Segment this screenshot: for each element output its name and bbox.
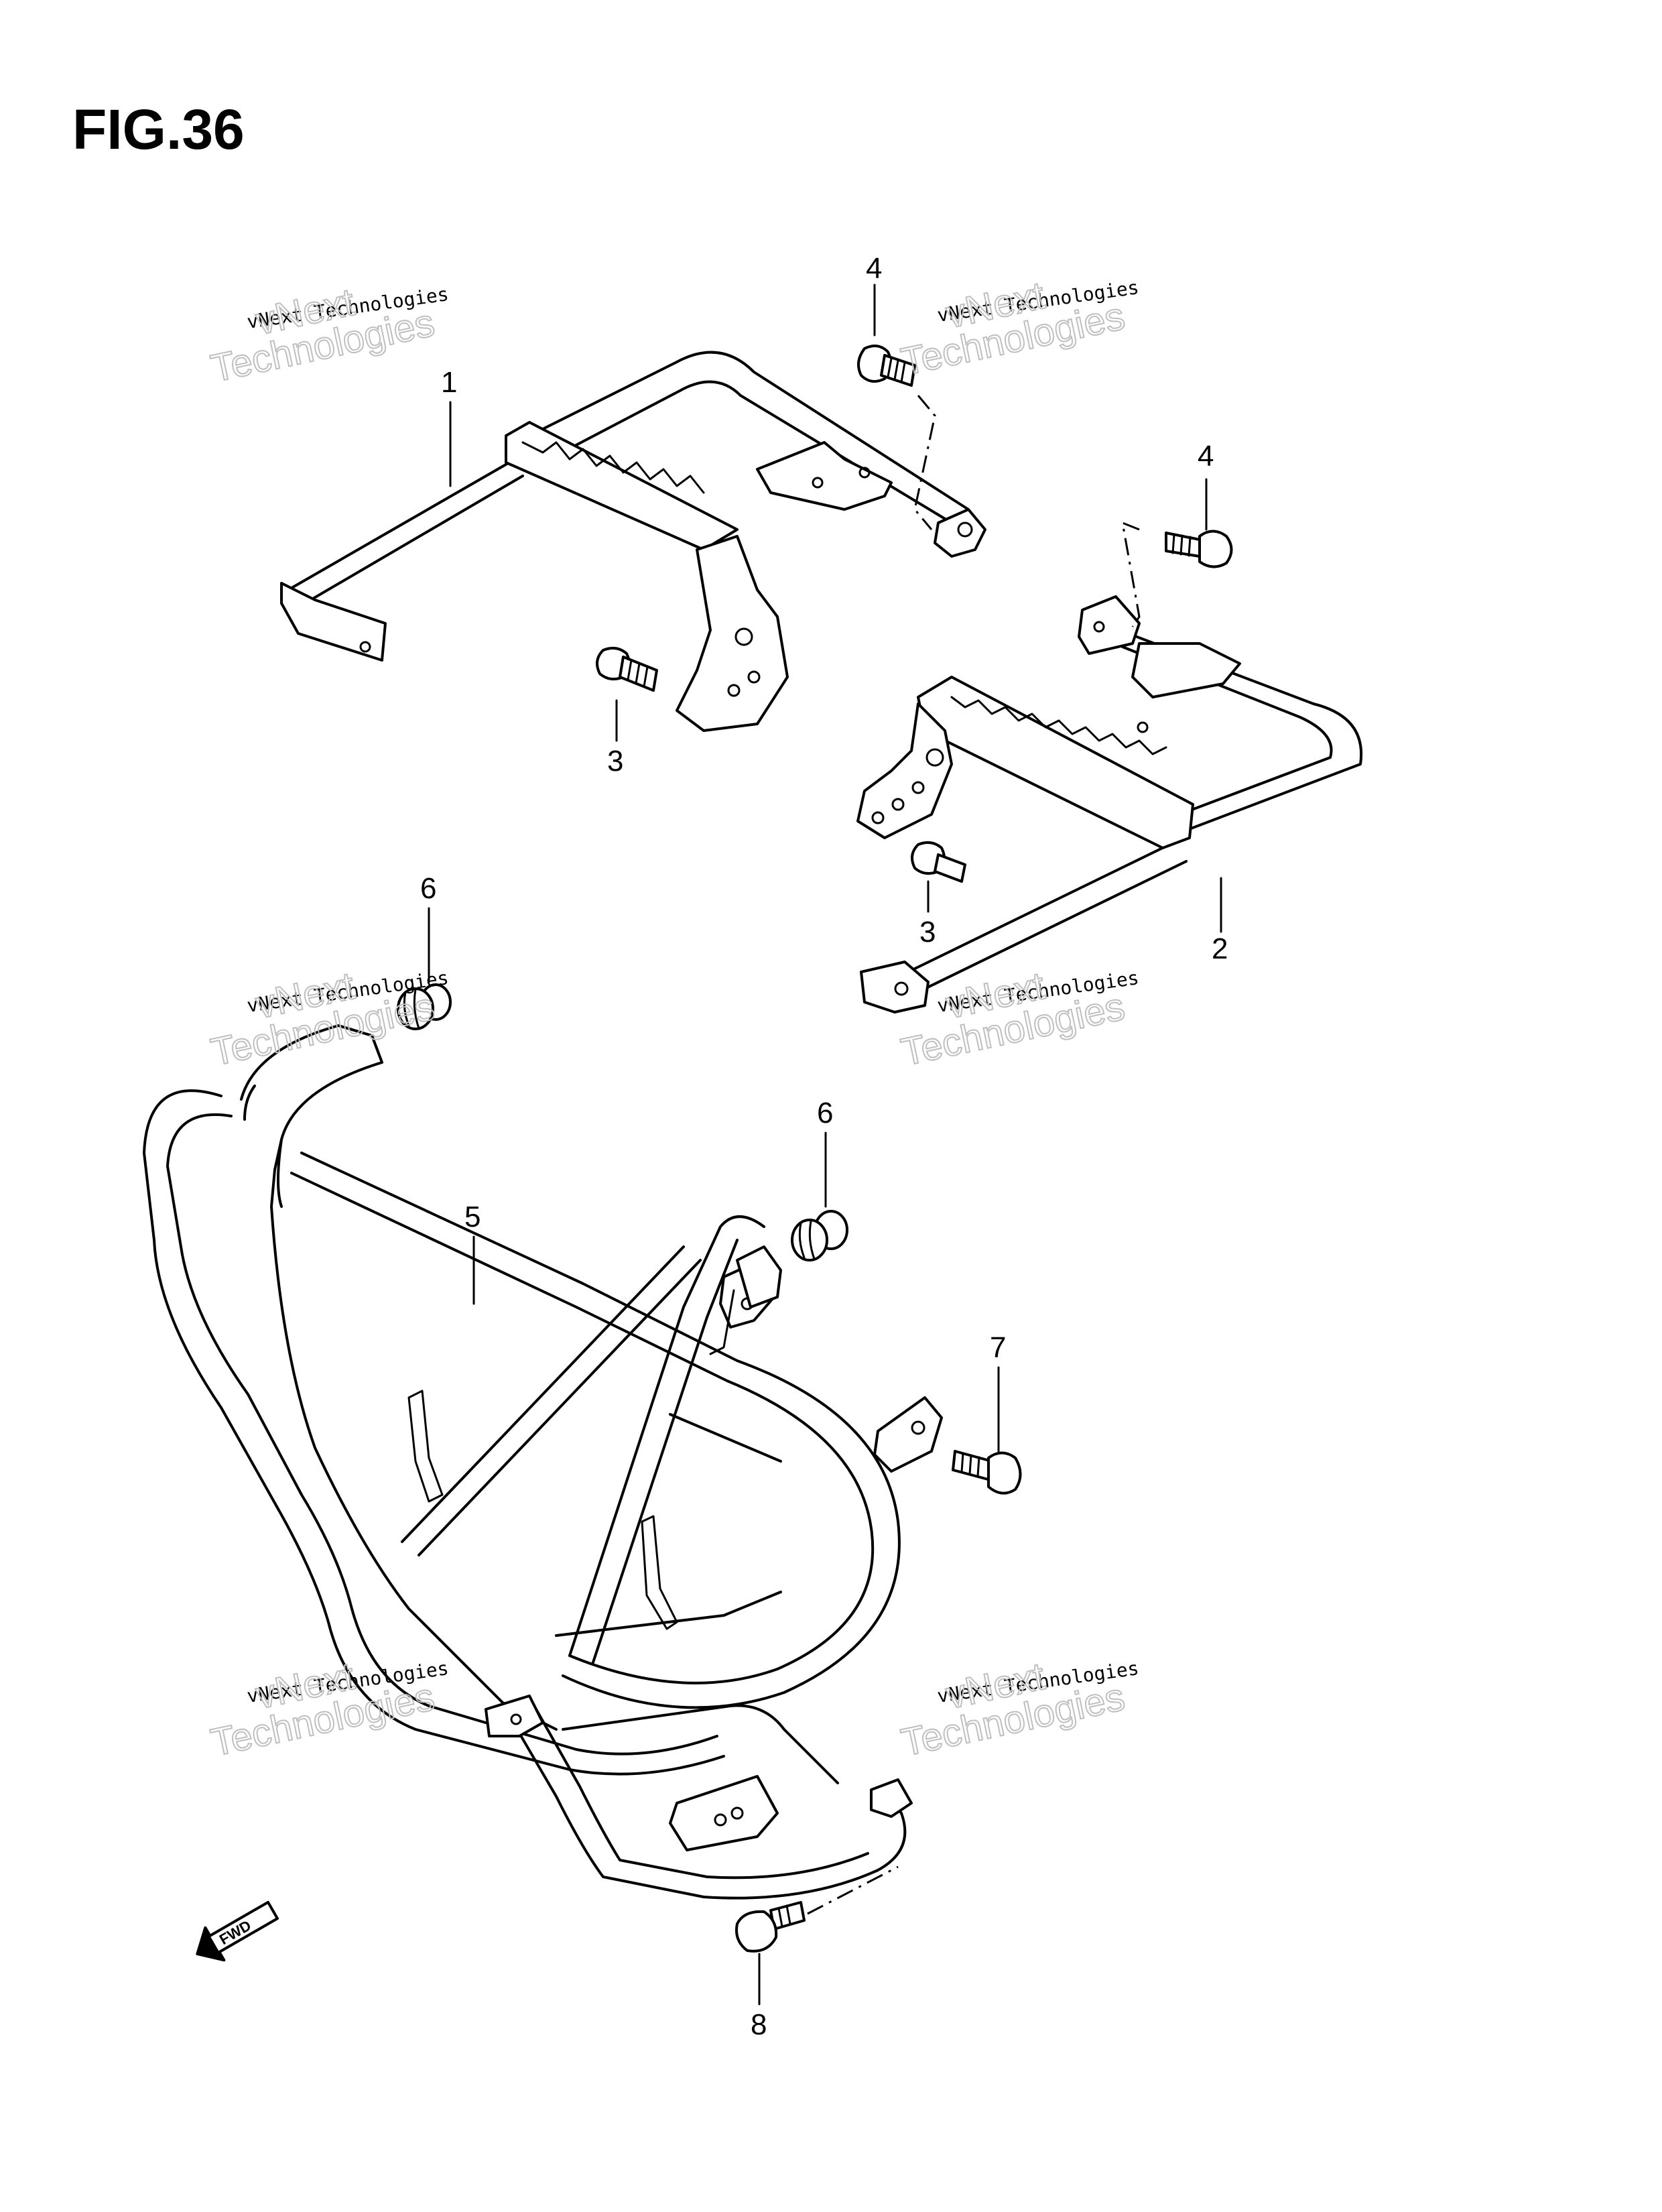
watermark-1b: vNext Technologies [206,280,439,391]
watermark-6b: vNext Technologies [897,1654,1129,1766]
install-line-bolt-4-right [1121,521,1141,627]
fwd-direction-marker: FWD [196,1900,279,1962]
watermark-3b: vNext Technologies [206,963,439,1075]
watermark-4b: vNext Technologies [897,963,1129,1075]
callout-5: 5 [464,1201,481,1233]
bolt-3-right [911,841,966,883]
watermark-5b: vNext Technologies [206,1654,439,1766]
bolt-3-left [596,646,658,692]
bolt-7 [952,1450,1022,1495]
callout-4-right: 4 [1198,440,1214,473]
callout-8: 8 [751,2008,767,2041]
bolt-8 [735,1901,806,1953]
callout-4-top: 4 [866,252,882,285]
watermark-2b: vNext Technologies [897,273,1129,385]
part-2-right-footrest-bracket [856,595,1363,1013]
figure-title: FIG.36 [72,98,245,161]
callout-3-right: 3 [919,916,936,948]
callout-7: 7 [990,1331,1006,1364]
bolt-4-right [1165,530,1233,568]
part-5-front-guard [143,1024,943,1900]
callout-3-left: 3 [607,745,623,778]
callout-2: 2 [1212,932,1228,965]
bolt-4-top [857,345,916,387]
callout-6-top: 6 [420,872,436,905]
grommet-6-middle [791,1210,848,1262]
grommet-6-top [397,983,452,1030]
leader-lines [428,284,1222,2006]
install-line-bolt-8 [807,1865,899,1915]
part-1-left-footrest-bracket [280,351,986,732]
callout-1: 1 [441,366,457,399]
install-line-bolt-4-top [913,395,936,530]
callout-6-middle: 6 [817,1097,833,1129]
